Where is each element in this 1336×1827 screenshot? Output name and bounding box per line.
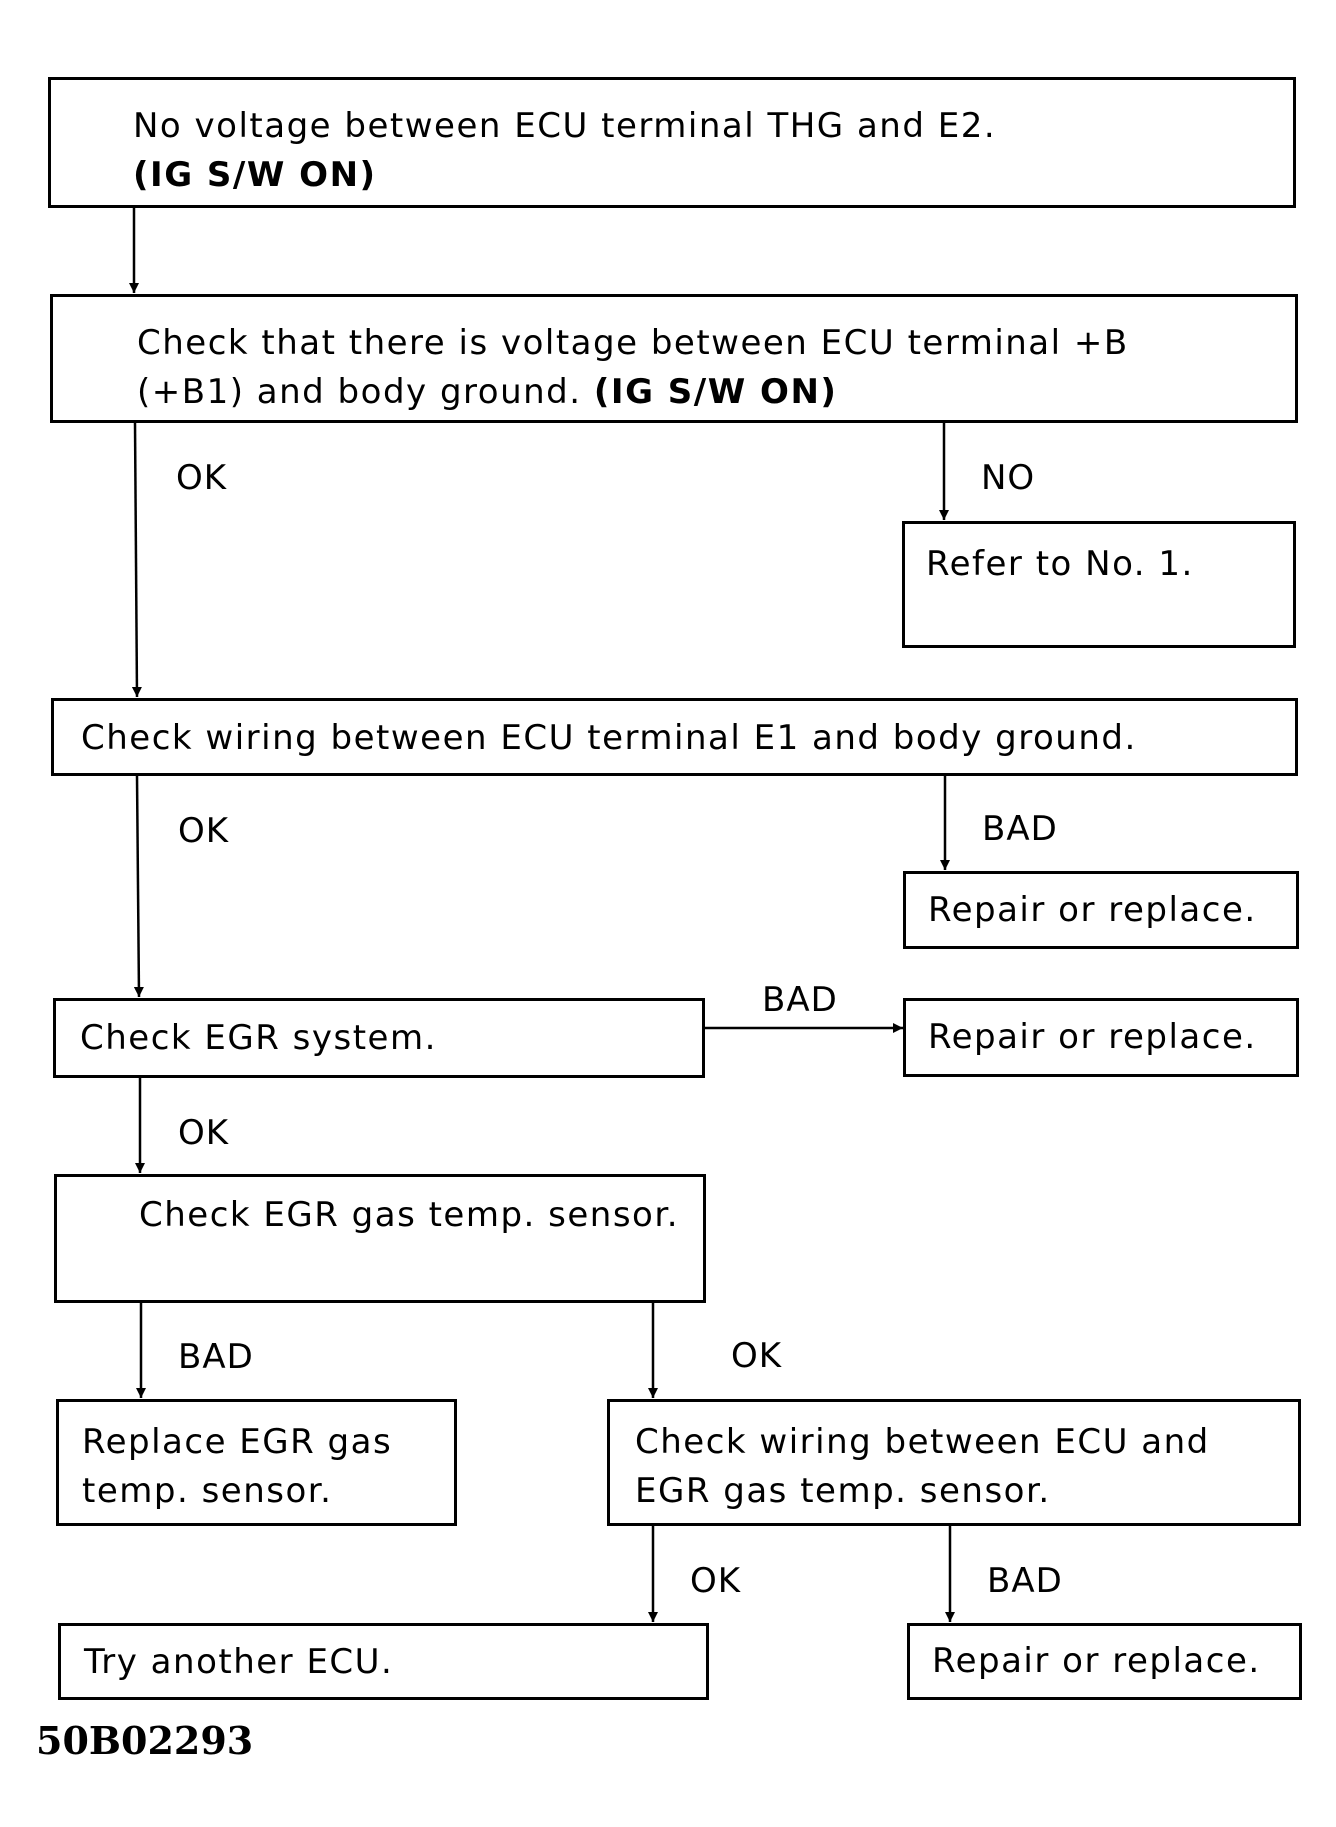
node-check-egr-system-text: Check EGR system. bbox=[80, 1018, 437, 1058]
node-repair-3-text: Repair or replace. bbox=[932, 1641, 1261, 1681]
node-check-egr-sensor: Check EGR gas temp. sensor. bbox=[54, 1174, 706, 1303]
node-repair-2: Repair or replace. bbox=[903, 998, 1299, 1077]
node-check-voltage-text: Check that there is voltage between ECU … bbox=[137, 323, 1129, 363]
label-e1-bad: BAD bbox=[982, 809, 1058, 849]
node-refer-no1-text: Refer to No. 1. bbox=[926, 544, 1194, 584]
label-egr-ok: OK bbox=[178, 1113, 230, 1153]
node-start-condition: (IG S/W ON) bbox=[133, 155, 377, 195]
node-check-wiring-sensor-text-2: EGR gas temp. sensor. bbox=[635, 1471, 1051, 1511]
node-check-egr-sensor-text: Check EGR gas temp. sensor. bbox=[139, 1195, 680, 1235]
node-check-wiring-e1-text: Check wiring between ECU terminal E1 and… bbox=[81, 718, 1137, 758]
node-repair-3: Repair or replace. bbox=[907, 1623, 1302, 1700]
node-replace-sensor: Replace EGR gas temp. sensor. bbox=[56, 1399, 457, 1526]
node-check-wiring-sensor-text: Check wiring between ECU and bbox=[635, 1422, 1210, 1462]
label-e1-ok: OK bbox=[178, 811, 230, 851]
node-check-voltage-condition: (IG S/W ON) bbox=[593, 372, 838, 412]
node-refer-no1: Refer to No. 1. bbox=[902, 521, 1296, 648]
node-check-voltage: Check that there is voltage between ECU … bbox=[50, 294, 1298, 423]
label-wiring-bad: BAD bbox=[987, 1561, 1063, 1601]
node-check-voltage-text-2a: (+B1) and body ground. bbox=[137, 372, 594, 412]
label-sensor-ok: OK bbox=[731, 1336, 783, 1376]
node-check-wiring-sensor: Check wiring between ECU and EGR gas tem… bbox=[607, 1399, 1301, 1526]
node-replace-sensor-text-2: temp. sensor. bbox=[82, 1471, 333, 1511]
node-check-egr-system: Check EGR system. bbox=[53, 998, 705, 1078]
node-start: No voltage between ECU terminal THG and … bbox=[48, 77, 1296, 208]
node-repair-1-text: Repair or replace. bbox=[928, 890, 1257, 930]
node-repair-1: Repair or replace. bbox=[903, 871, 1299, 949]
label-voltage-ok: OK bbox=[176, 458, 228, 498]
edge-wiring-e1-ok bbox=[133, 775, 144, 998]
label-voltage-no: NO bbox=[981, 458, 1036, 498]
node-replace-sensor-text: Replace EGR gas bbox=[82, 1422, 393, 1462]
node-start-text: No voltage between ECU terminal THG and … bbox=[133, 106, 997, 146]
node-check-wiring-e1: Check wiring between ECU terminal E1 and… bbox=[51, 698, 1298, 776]
label-wiring-ok: OK bbox=[690, 1561, 742, 1601]
figure-code: 50B02293 bbox=[36, 1718, 254, 1763]
node-check-voltage-text-2: (+B1) and body ground. (IG S/W ON) bbox=[137, 368, 1295, 417]
node-repair-2-text: Repair or replace. bbox=[928, 1017, 1257, 1057]
node-try-ecu-text: Try another ECU. bbox=[84, 1642, 394, 1682]
edge-check-voltage-ok bbox=[131, 422, 142, 698]
label-sensor-bad: BAD bbox=[178, 1337, 254, 1377]
label-egr-bad: BAD bbox=[762, 980, 838, 1020]
node-try-ecu: Try another ECU. bbox=[58, 1623, 709, 1700]
